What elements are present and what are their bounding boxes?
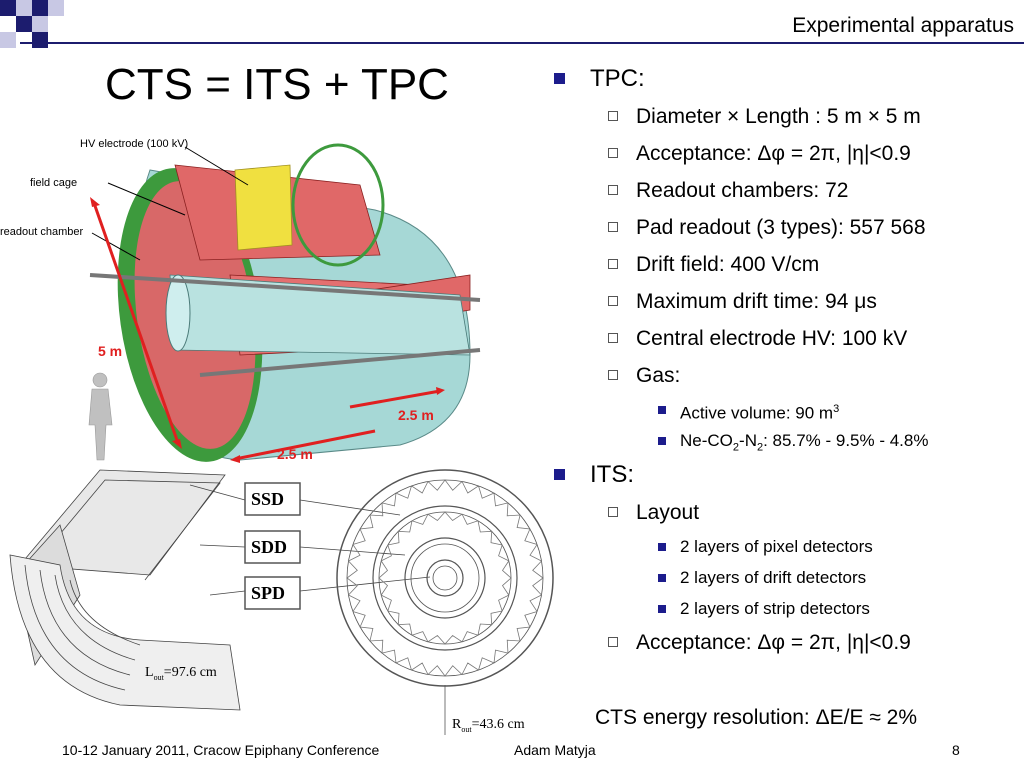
sdd-box (244, 530, 301, 564)
its-cross-section (336, 469, 554, 687)
gas-volume-item: Active volume: 90 m3 (548, 394, 1018, 425)
list-item: Acceptance: Δφ = 2π, |η|<0.9 (548, 624, 1018, 661)
list-item: 2 layers of drift detectors (548, 562, 1018, 593)
label-5m: 5 m (98, 343, 123, 359)
spd-box (244, 576, 301, 610)
slide-title: CTS = ITS + TPC (105, 60, 449, 109)
label-field-cage: field cage (30, 177, 78, 189)
label-2-5m-a: 2.5 m (398, 407, 434, 423)
its-module-ring (346, 479, 544, 677)
list-item: Diameter × Length : 5 m × 5 m (548, 98, 1018, 135)
detector-illustration (9, 143, 554, 735)
corner-decoration (0, 0, 80, 50)
its-module-ring (378, 511, 512, 645)
list-item: Maximum drift time: 94 μs (548, 283, 1018, 320)
list-item: Readout chambers: 72 (548, 172, 1018, 209)
list-item: Gas: (548, 357, 1018, 394)
label-lout: Lout=97.6 cm (145, 665, 217, 682)
label-ssd: SSD (251, 489, 285, 509)
list-item: Acceptance: Δφ = 2π, |η|<0.9 (548, 135, 1018, 172)
ssd-box (244, 482, 301, 516)
label-spd: SPD (251, 583, 286, 603)
label-2-5m-b: 2.5 m (277, 446, 313, 462)
header-divider (20, 42, 1024, 44)
human-silhouette-icon (88, 372, 113, 461)
list-item: 2 layers of strip detectors (548, 593, 1018, 624)
section-title: Experimental apparatus (792, 14, 1014, 37)
list-item: 2 layers of pixel detectors (548, 531, 1018, 562)
label-rout: Rout=43.6 cm (452, 717, 525, 734)
list-item: Central electrode HV: 100 kV (548, 320, 1018, 357)
list-item: Pad readout (3 types): 557 568 (548, 209, 1018, 246)
label-sdd: SDD (251, 537, 288, 557)
bullet-its: ITS: (548, 456, 1018, 494)
label-readout-chamber: readout chamber (0, 226, 84, 238)
energy-resolution: CTS energy resolution: ΔE/E ≈ 2% (595, 706, 918, 729)
list-item: Layout (548, 494, 1018, 531)
footer-author: Adam Matyja (514, 742, 596, 758)
page-number: 8 (952, 742, 960, 758)
list-item: Drift field: 400 V/cm (548, 246, 1018, 283)
label-hv-electrode: HV electrode (100 kV) (80, 138, 189, 150)
its-barrel-drawing (9, 469, 241, 711)
footer-conference: 10-12 January 2011, Cracow Epiphany Conf… (62, 742, 380, 758)
content-bullets: TPC: Diameter × Length : 5 m × 5 m Accep… (548, 60, 1018, 661)
detector-figure: HV electrode (100 kV) field cage readout… (0, 125, 580, 740)
bullet-tpc: TPC: (548, 60, 1018, 98)
gas-mix-item: Ne-CO2-N2: 85.7% - 9.5% - 4.8% (548, 425, 1018, 456)
